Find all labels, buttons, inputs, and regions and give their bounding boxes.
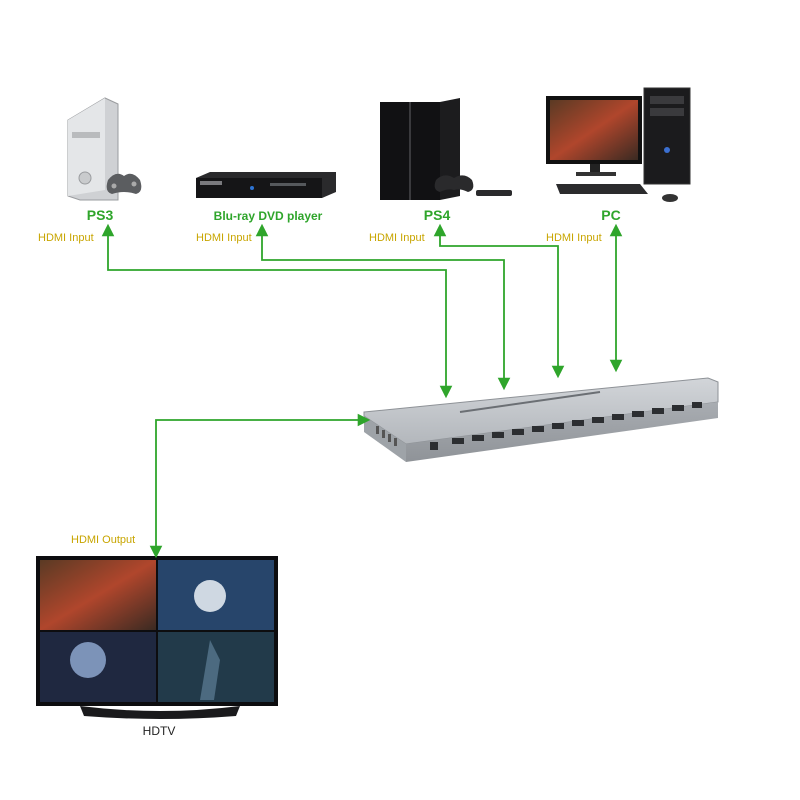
tv-label: HDTV xyxy=(142,724,176,738)
hdmi-ports xyxy=(430,402,702,450)
bluray-device-image xyxy=(196,172,336,198)
hdmi-cables xyxy=(101,223,623,559)
port-label-pc: HDMI Input xyxy=(546,232,602,244)
port-label-ps3: HDMI Input xyxy=(38,232,94,244)
wire-bluray xyxy=(255,223,511,391)
pc-device-image xyxy=(546,87,691,202)
device-label-ps4: PS4 xyxy=(423,207,451,223)
device-label-ps3: PS3 xyxy=(86,207,114,223)
device-label-pc: PC xyxy=(601,207,621,223)
vent-slots xyxy=(376,426,397,446)
port-label-bluray: HDMI Input xyxy=(196,232,252,244)
wire-output xyxy=(149,413,371,559)
device-label-bluray: Blu-ray DVD player xyxy=(213,209,323,223)
port-label-ps4: HDMI Input xyxy=(369,232,425,244)
wire-ps4 xyxy=(433,223,565,379)
ps4-device-image xyxy=(380,98,512,200)
wire-ps3 xyxy=(101,223,453,399)
hdtv-image xyxy=(36,556,278,719)
ps3-device-image xyxy=(67,97,142,201)
hdmi-multiviewer-switch xyxy=(363,377,719,462)
port-label-output: HDMI Output xyxy=(71,534,136,546)
